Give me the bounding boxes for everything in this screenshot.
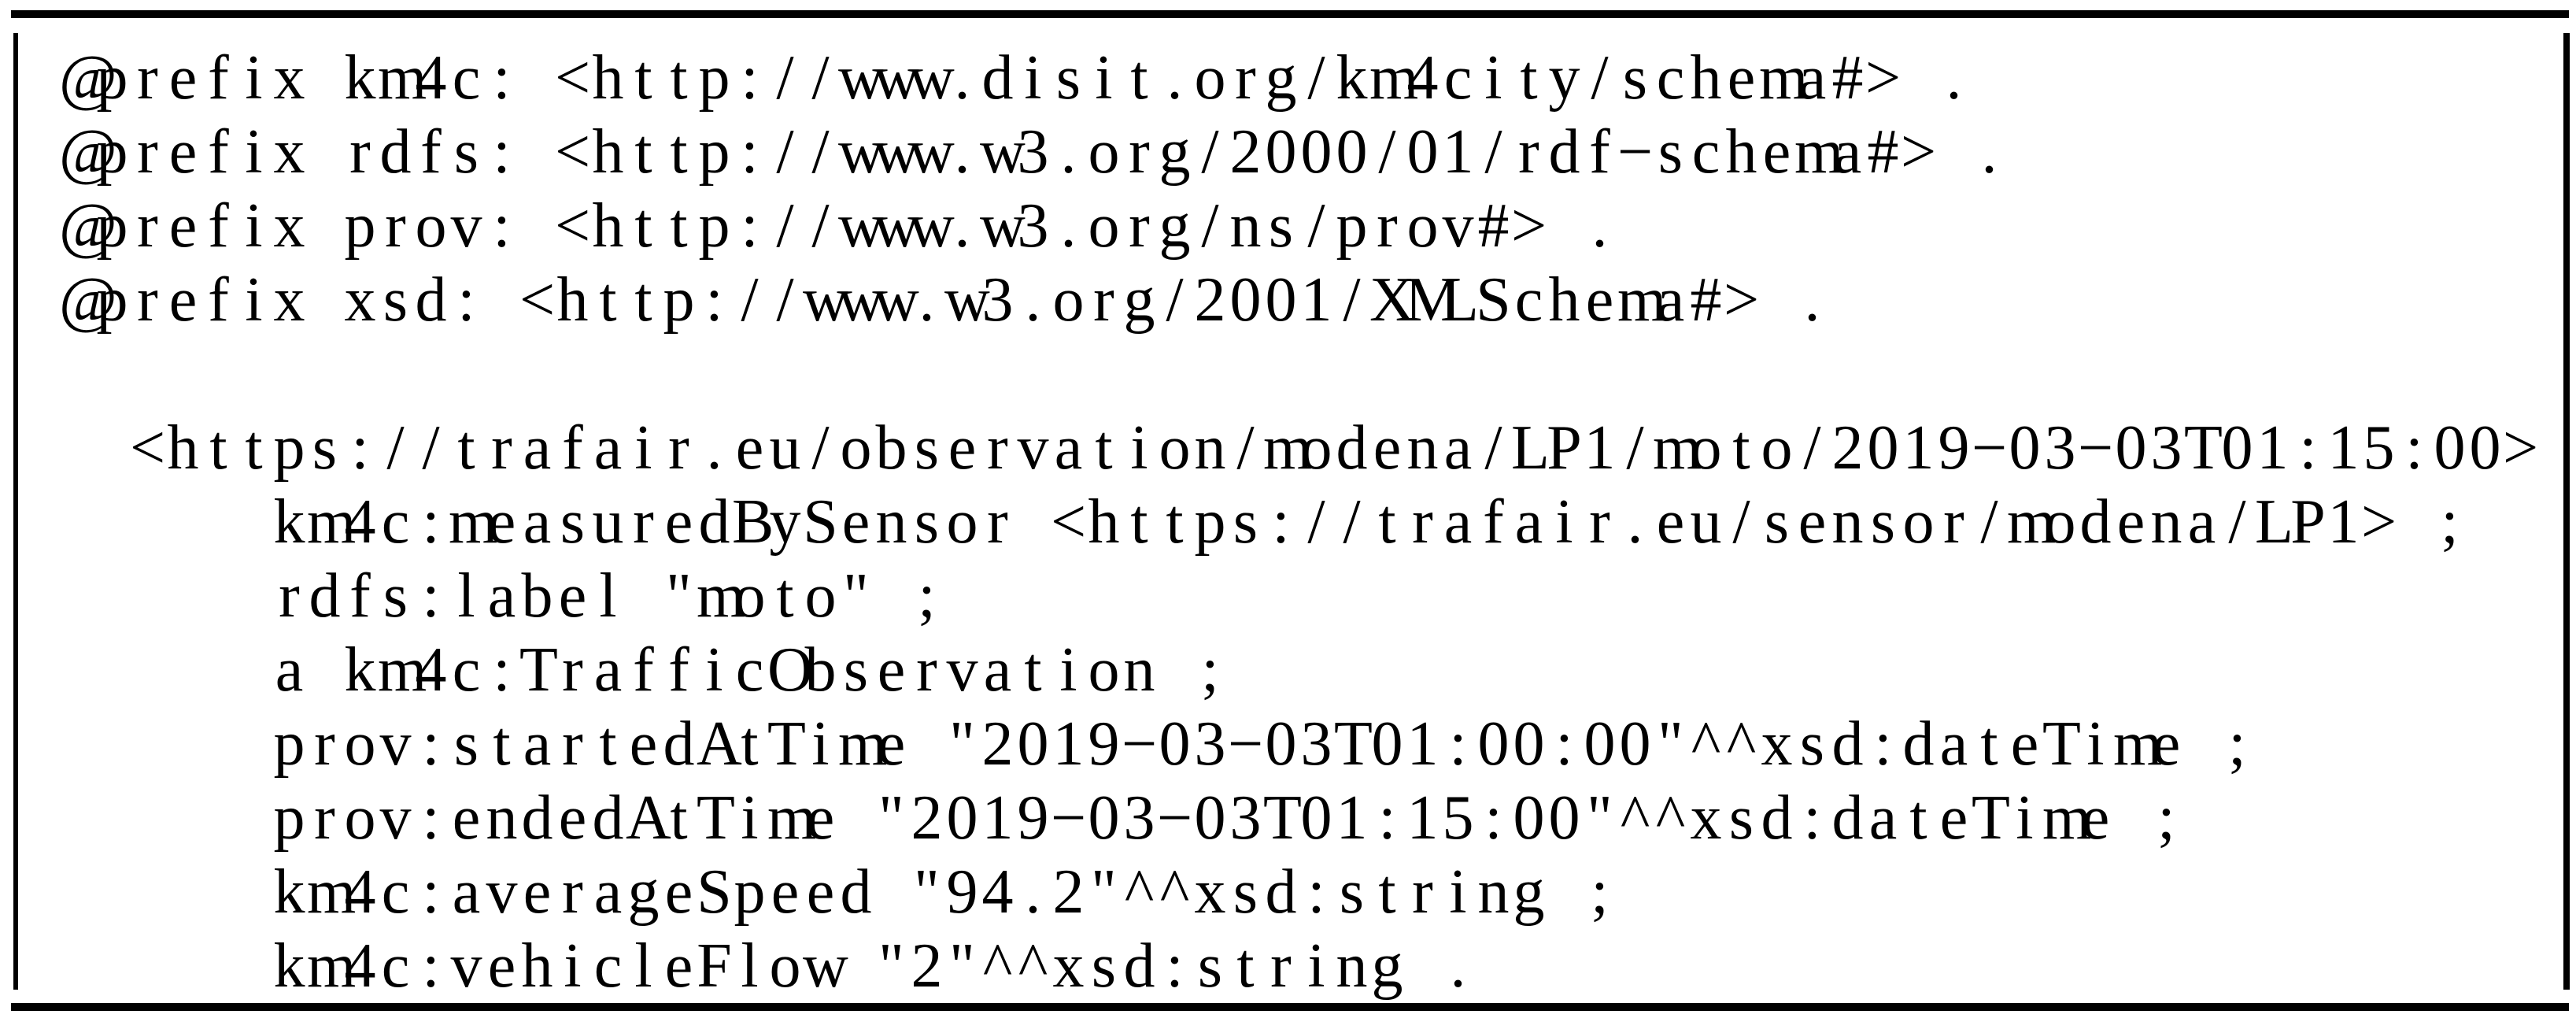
code-line	[59, 337, 2538, 411]
right-rule	[2563, 33, 2570, 990]
top-rule	[11, 10, 2569, 18]
left-rule	[13, 33, 18, 990]
bottom-rule	[11, 1003, 2569, 1011]
